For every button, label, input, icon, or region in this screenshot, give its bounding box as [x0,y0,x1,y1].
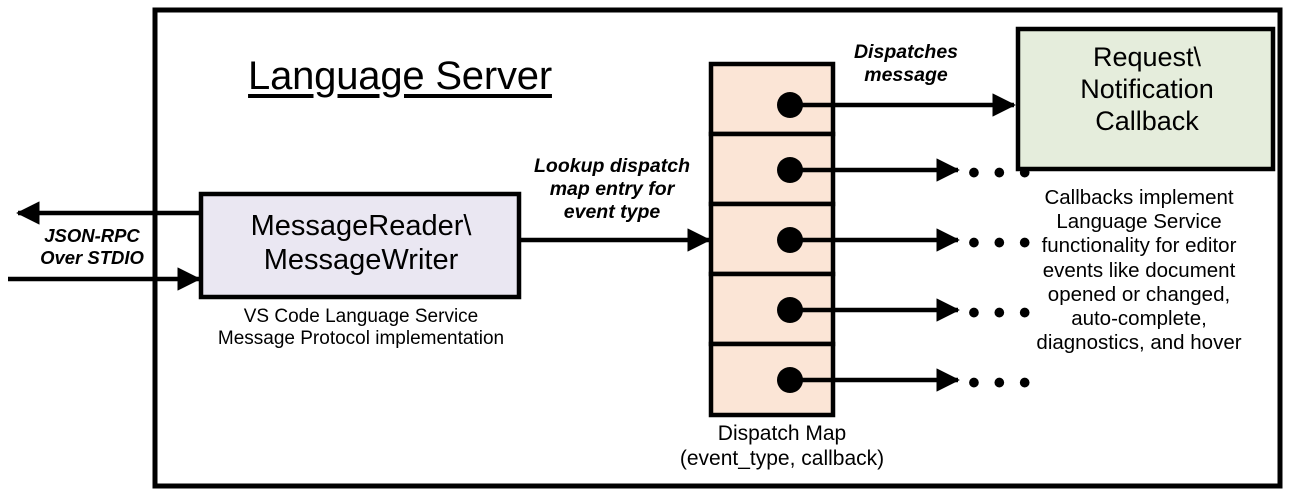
dispatch-map-cell-0[interactable] [708,61,836,137]
callback-box-caption: Callbacks implement Language Service fun… [1036,186,1242,355]
callback-box-label: Request\ Notification Callback [1080,42,1214,136]
message-reader-writer-caption: VS Code Language Service Message Protoco… [217,306,505,350]
json-rpc-transport-label: JSON-RPC Over STDIO [40,225,144,268]
ellipsis-row-1: • • • [968,154,1033,192]
ellipsis-row-2: • • • [968,224,1033,262]
dispatches-message-label: Dispatches message [853,41,959,86]
language-server-container [152,7,1283,489]
ellipsis-row-4: • • • [968,364,1033,402]
message-reader-writer-box[interactable] [198,191,522,300]
lookup-dispatch-label: Lookup dispatch map entry for event type [534,155,690,223]
dispatch-map-caption: Dispatch Map (event_type, callback) [679,422,885,470]
dispatch-map-cells[interactable] [708,61,836,418]
page-title: Language Server [248,54,552,98]
request-notification-callback-box[interactable] [1015,26,1276,172]
ellipsis-row-3: • • • [968,294,1033,332]
message-reader-writer-label: MessageReader\ MessageWriter [250,210,472,277]
